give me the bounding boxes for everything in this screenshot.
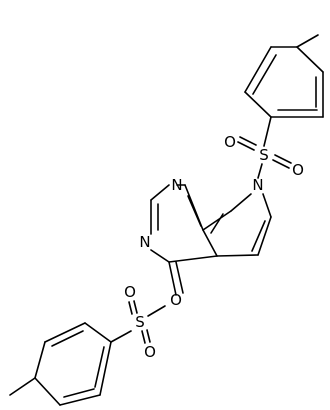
atom-label-sulfur-top: S — [259, 146, 269, 164]
bond — [175, 261, 184, 294]
atom-label-sulfur-bottom: S — [135, 313, 145, 331]
bond — [150, 184, 170, 201]
bond — [84, 322, 112, 343]
bond — [251, 220, 266, 252]
bond — [239, 136, 257, 146]
bond — [263, 116, 272, 147]
atom-label-oxygen-top-1: O — [224, 133, 236, 151]
atom-label-oxygen-bottom-2: O — [144, 343, 156, 361]
atom-label-nitrogen-1: N — [171, 176, 182, 194]
bond-double-inner — [252, 54, 277, 95]
bond — [141, 330, 146, 344]
bottom-tolyl-group — [9, 322, 112, 406]
atom-label-oxygen-bottom-1: O — [124, 283, 136, 301]
bond — [150, 249, 170, 263]
bond-methyl-top — [296, 34, 319, 48]
pyrrolopyrimidine-core: N N N — [139, 176, 272, 296]
atom-label-oxygen-link: O — [170, 291, 182, 309]
bond — [257, 163, 263, 179]
bond — [274, 154, 292, 164]
bond — [230, 193, 252, 212]
bond — [244, 46, 272, 93]
bond — [147, 305, 166, 317]
top-sulfonyl-group: S O O — [224, 116, 304, 179]
bond — [128, 301, 133, 315]
bond — [133, 300, 138, 314]
bond — [99, 341, 112, 396]
bond — [202, 210, 232, 231]
bond — [262, 193, 272, 218]
bond — [244, 91, 272, 118]
bond — [110, 330, 132, 343]
bond — [34, 341, 46, 379]
atom-label-nitrogen-3: N — [139, 233, 150, 251]
bond — [34, 377, 61, 406]
bond — [146, 329, 151, 343]
bond-double-inner — [51, 330, 84, 347]
bond — [257, 216, 272, 256]
bond — [202, 229, 218, 257]
bond — [237, 141, 255, 151]
bond-methyl-bottom — [9, 377, 36, 396]
bond — [168, 261, 177, 296]
bond — [296, 46, 324, 73]
top-tolyl-group — [244, 34, 324, 118]
bond — [272, 159, 290, 169]
bond-double-inner — [63, 388, 95, 398]
bond — [210, 213, 224, 234]
bond — [44, 322, 86, 343]
bond — [59, 394, 101, 406]
bottom-sulfonate-group: O S O O — [110, 283, 182, 361]
bond-double-inner — [94, 346, 105, 388]
atom-label-oxygen-top-2: O — [292, 161, 304, 179]
bond — [216, 254, 259, 257]
bond — [168, 255, 218, 263]
bond — [187, 195, 202, 227]
atom-label-nitrogen-7: N — [252, 176, 263, 194]
